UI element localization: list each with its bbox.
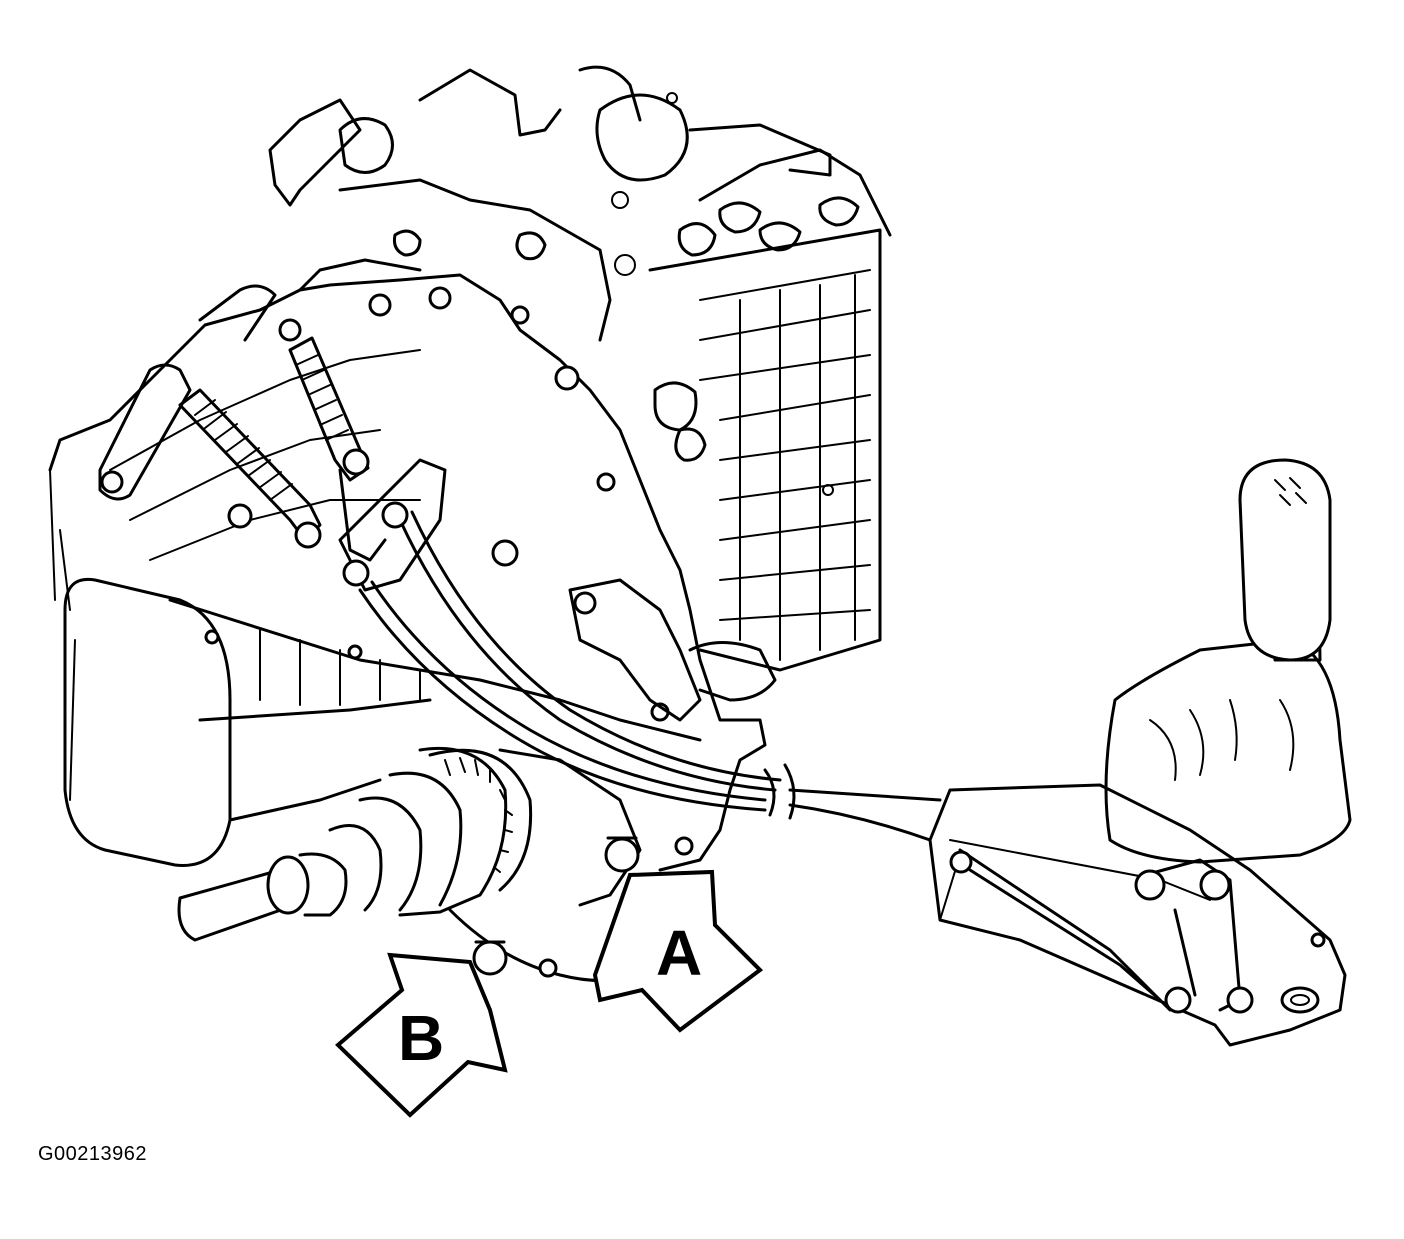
shift-cable-boots — [178, 318, 387, 562]
callout-b: B — [335, 952, 508, 1118]
bolts — [472, 836, 694, 978]
callout-a: A — [592, 869, 764, 1033]
driveshaft-cv-joint — [177, 746, 662, 983]
engine-block — [268, 65, 892, 672]
figure-code: G00213962 — [38, 1143, 148, 1165]
callout-b-label: B — [398, 1002, 444, 1074]
shift-cables — [338, 458, 942, 842]
callout-a-label: A — [656, 917, 702, 989]
gear-shifter — [928, 458, 1352, 1047]
bolt-b-head — [472, 940, 508, 976]
transmission-housing — [48, 258, 777, 872]
bolt-a-head — [604, 837, 640, 873]
